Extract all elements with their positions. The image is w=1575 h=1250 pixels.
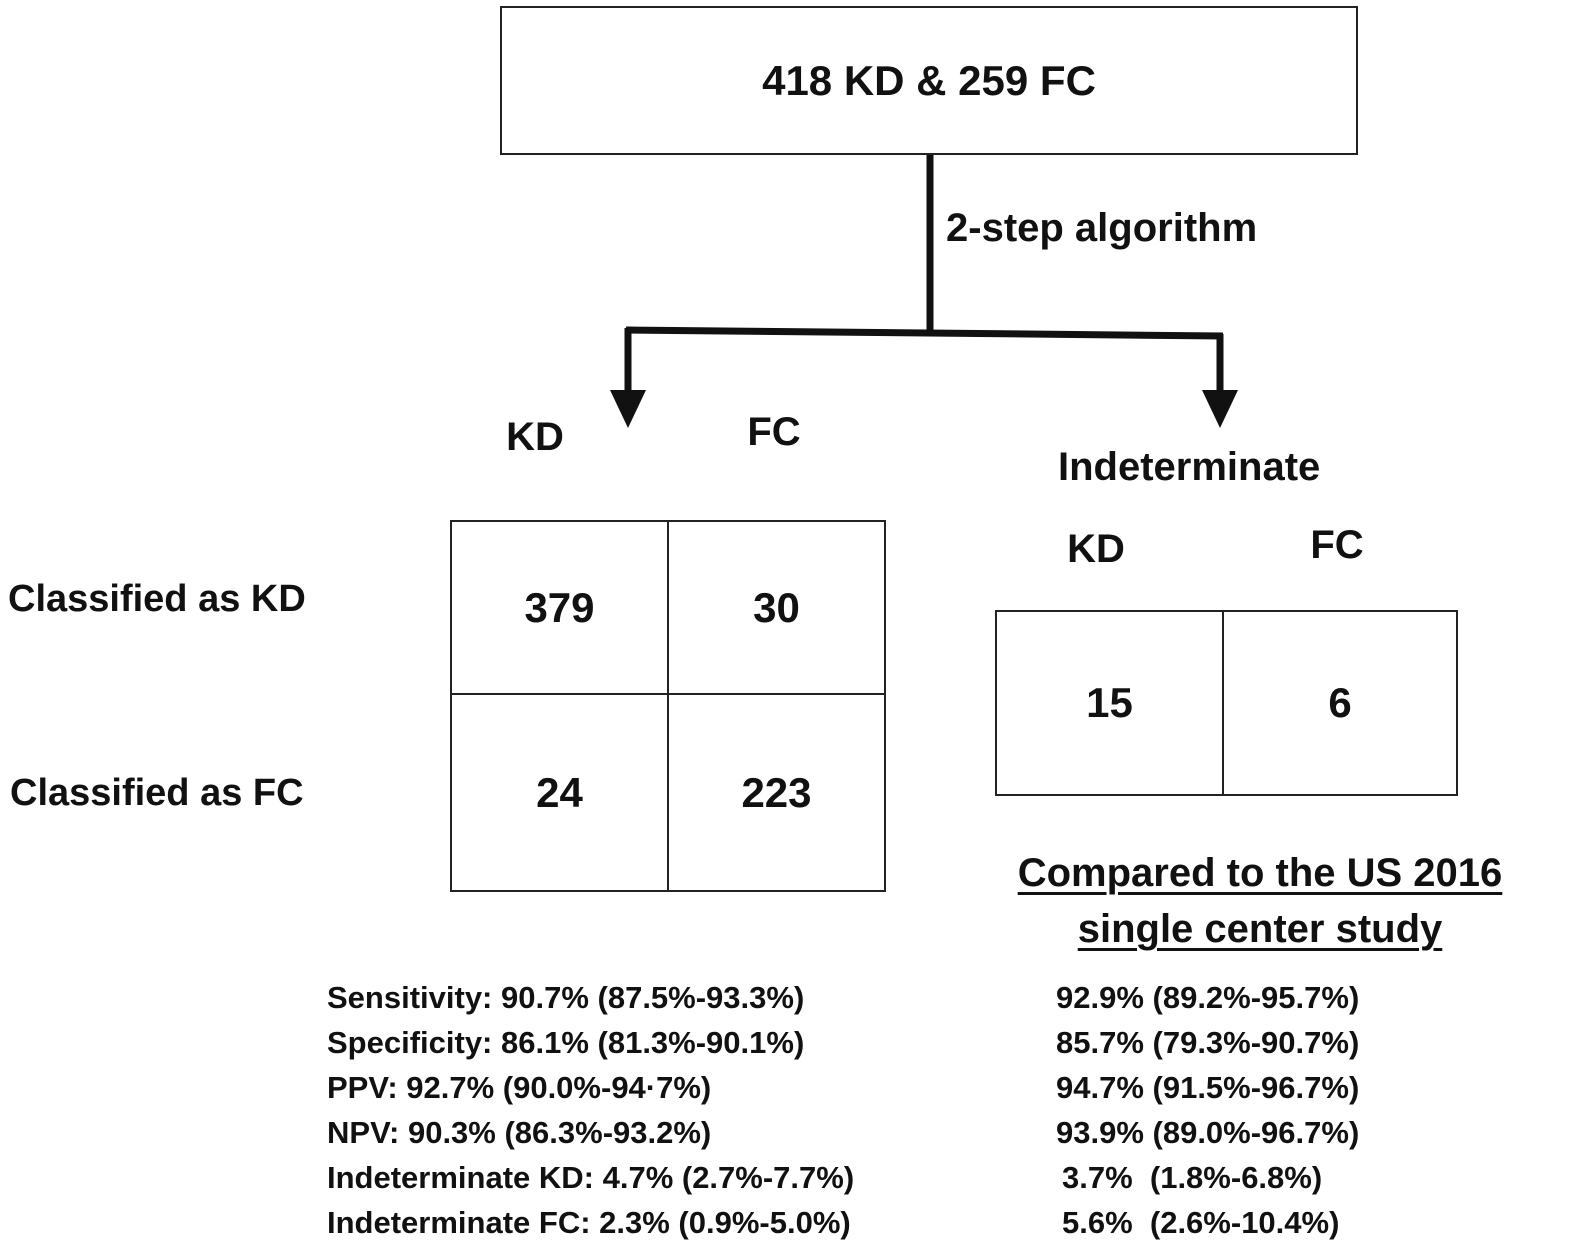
- stat-specificity: Specificity: 86.1% (81.3%-90.1%): [327, 1025, 805, 1060]
- algorithm-label: 2-step algorithm: [946, 206, 1258, 250]
- compare-indeterminate-kd: 3.7% (1.8%-6.8%): [1062, 1160, 1323, 1195]
- comparison-title-line-2: single center study: [1077, 907, 1443, 951]
- compare-sensitivity: 92.9% (89.2%-95.7%): [1056, 980, 1360, 1015]
- comparison-title: Compared to the US 2016 single center st…: [950, 845, 1570, 957]
- row-label-classified-fc: Classified as FC: [10, 772, 304, 814]
- stat-ppv: PPV: 92.7% (90.0%-94·7%): [327, 1070, 712, 1105]
- stat-sensitivity: Sensitivity: 90.7% (87.5%-93.3%): [327, 980, 805, 1015]
- comparison-title-line-1: Compared to the US 2016: [1017, 851, 1503, 895]
- stat-indeterminate-kd: Indeterminate KD: 4.7% (2.7%-7.7%): [327, 1160, 855, 1195]
- stats-left-list: Sensitivity: 90.7% (87.5%-93.3%) Specifi…: [327, 975, 854, 1245]
- indeterminate-cell-kd: 15: [995, 610, 1224, 796]
- compare-specificity: 85.7% (79.3%-90.7%): [1056, 1025, 1360, 1060]
- cell-fc-fc: 223: [667, 693, 886, 892]
- stat-npv: NPV: 90.3% (86.3%-93.2%): [327, 1115, 712, 1150]
- cell-fc-kd: 24: [450, 693, 669, 892]
- compare-npv: 93.9% (89.0%-96.7%): [1056, 1115, 1360, 1150]
- cell-kd-fc: 30: [667, 520, 886, 695]
- compare-ppv: 94.7% (91.5%-96.7%): [1056, 1070, 1360, 1105]
- compare-indeterminate-fc: 5.6% (2.6%-10.4%): [1062, 1205, 1340, 1240]
- row-label-classified-kd: Classified as KD: [8, 578, 306, 620]
- stats-right-list: 92.9% (89.2%-95.7%) 85.7% (79.3%-90.7%) …: [1056, 975, 1359, 1245]
- cell-kd-kd: 379: [450, 520, 669, 695]
- right-arrow-head: [1202, 390, 1238, 428]
- classified-col-header-kd: KD: [506, 415, 564, 459]
- indeterminate-col-header-kd: KD: [1067, 527, 1125, 571]
- indeterminate-title: Indeterminate: [1058, 445, 1321, 489]
- indeterminate-col-header-fc: FC: [1310, 523, 1364, 567]
- cohort-label: 418 KD & 259 FC: [762, 56, 1096, 104]
- classified-col-header-fc: FC: [747, 410, 801, 454]
- indeterminate-cell-fc: 6: [1222, 610, 1458, 796]
- branch-line: [625, 326, 1224, 340]
- left-arrow-head: [610, 390, 646, 428]
- cohort-box: 418 KD & 259 FC: [500, 6, 1358, 155]
- stat-indeterminate-fc: Indeterminate FC: 2.3% (0.9%-5.0%): [327, 1205, 851, 1240]
